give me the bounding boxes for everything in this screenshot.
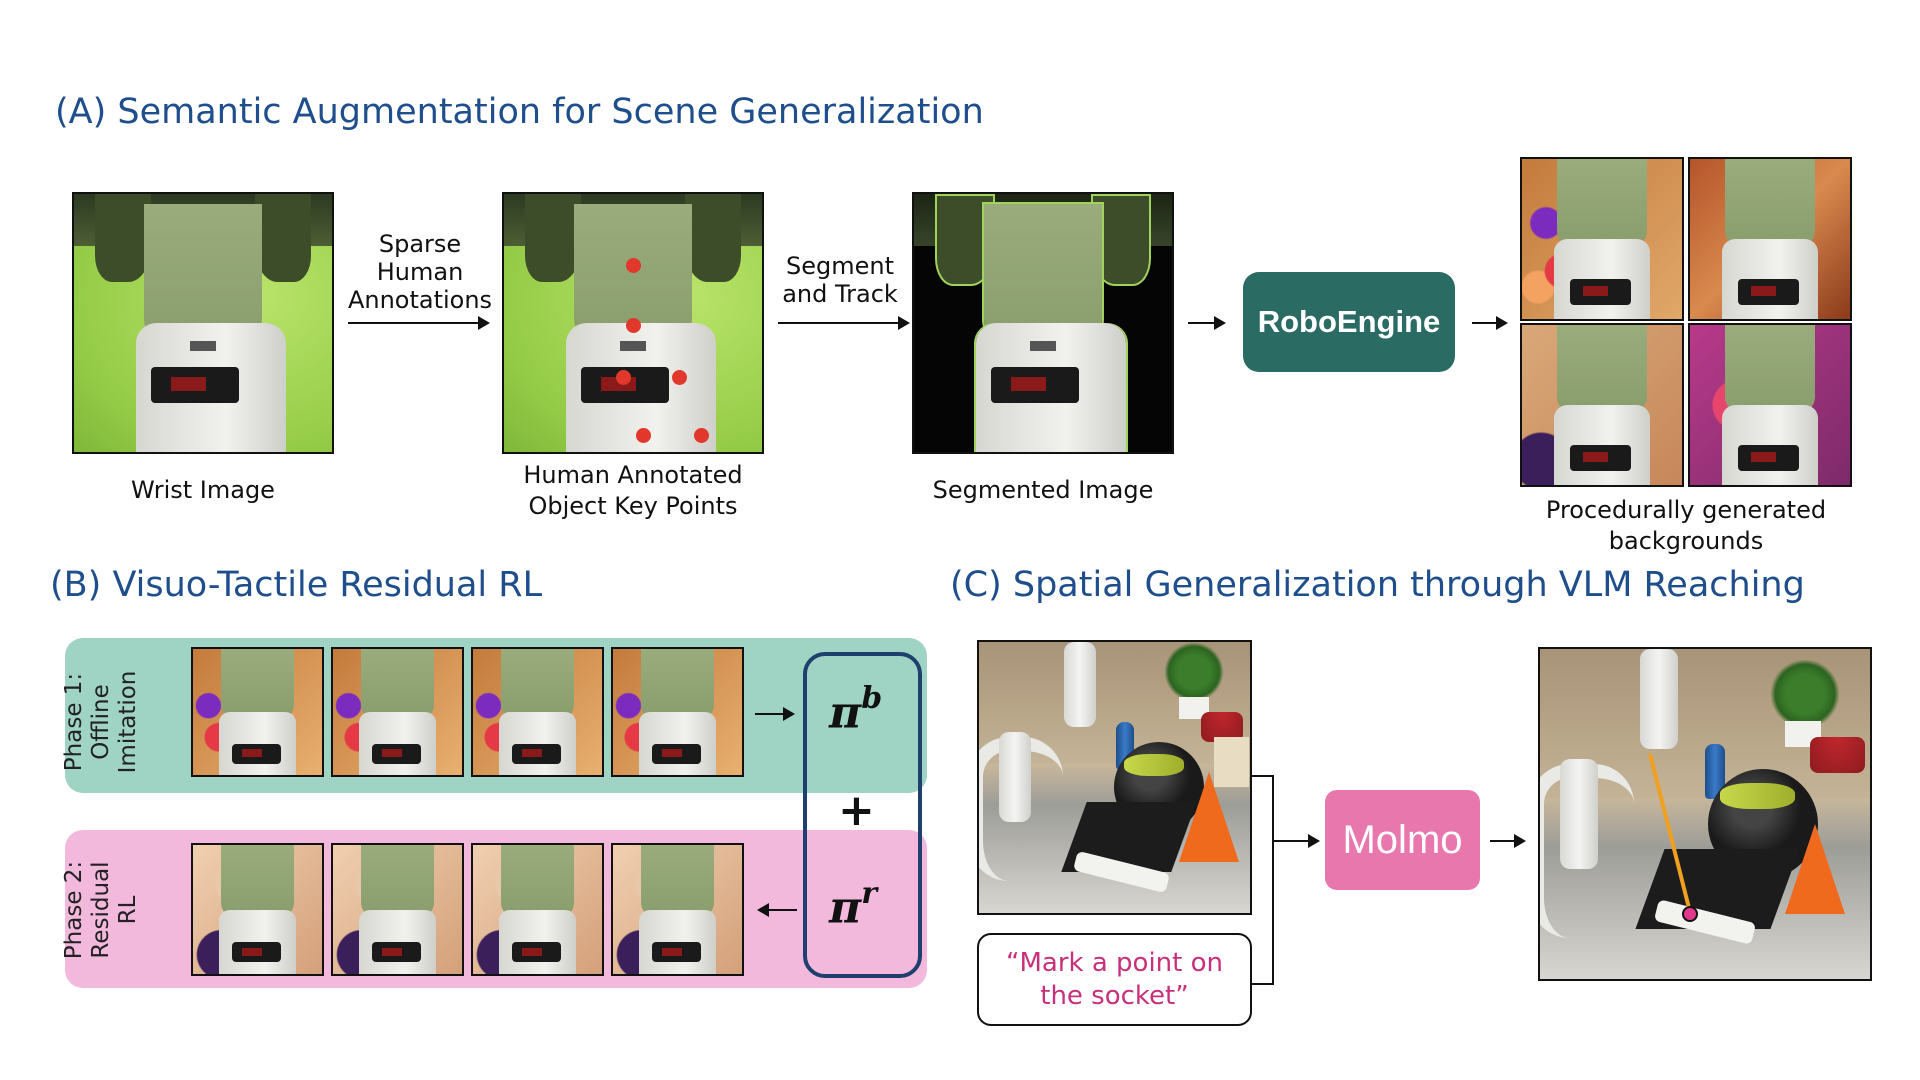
keypoint	[626, 318, 641, 333]
arrow4	[1472, 322, 1496, 324]
arrow1	[348, 322, 478, 324]
molmo-arrow-head	[1514, 834, 1526, 848]
phase1-frame	[611, 647, 744, 777]
phase1-frame	[471, 647, 604, 777]
plus-sign: +	[838, 785, 875, 836]
background-thumb-4	[1688, 323, 1852, 487]
phase2-arrow	[769, 909, 797, 911]
reach-arrow	[1648, 753, 1698, 922]
molmo-box: Molmo	[1325, 790, 1480, 890]
wrist-image-caption: Wrist Image	[131, 476, 275, 504]
target-point	[1682, 906, 1698, 922]
phase2-frame	[331, 843, 464, 976]
bracket-bottom	[1252, 983, 1274, 985]
phase1-arrow-head	[783, 707, 795, 721]
reach-arrow-line	[1648, 753, 1692, 913]
background-thumb-1	[1520, 157, 1684, 321]
segmented-caption: Segmented Image	[932, 476, 1154, 504]
keypoints-caption: Human Annotated Object Key Points	[523, 461, 743, 520]
molmo-arrow	[1490, 840, 1514, 842]
bracket-vertical	[1272, 775, 1274, 985]
arrow2	[778, 322, 898, 324]
robot-output-image	[1538, 647, 1872, 981]
policy-box	[803, 652, 922, 978]
keypoint	[672, 370, 687, 385]
keypoint	[636, 428, 651, 443]
phase2-frame	[471, 843, 604, 976]
arrow4-head	[1496, 316, 1508, 330]
phase2-arrow-head	[757, 903, 769, 917]
prompt-box: “Mark a point on the socket”	[977, 933, 1252, 1026]
phase1-arrow	[755, 713, 783, 715]
base-policy: πb	[829, 681, 883, 739]
phase1-frame	[191, 647, 324, 777]
keypoint	[616, 370, 631, 385]
arrow2-head	[898, 316, 910, 330]
segmented-image	[912, 192, 1174, 454]
arrow1-head	[478, 316, 490, 330]
residual-policy: πr	[829, 876, 878, 934]
bracket-arrow-head	[1308, 834, 1320, 848]
arrow2-label: Segment and Track	[782, 252, 898, 308]
background-thumb-3	[1520, 323, 1684, 487]
phase2-frame	[611, 843, 744, 976]
arrow3-head	[1214, 316, 1226, 330]
bracket-arrow	[1274, 840, 1308, 842]
section-b-title: (B) Visuo-Tactile Residual RL	[50, 565, 543, 605]
arrow3	[1188, 322, 1214, 324]
section-a-title: (A) Semantic Augmentation for Scene Gene…	[55, 92, 984, 132]
phase1-frame	[331, 647, 464, 777]
section-c-title: (C) Spatial Generalization through VLM R…	[950, 565, 1805, 605]
phase2-label: Phase 2: Residual RL	[61, 860, 141, 960]
robot-input-image	[977, 640, 1252, 915]
wrist-image	[72, 192, 334, 454]
roboengine-box: RoboEngine	[1243, 272, 1455, 372]
phase2-frame	[191, 843, 324, 976]
backgrounds-caption: Procedurally generated backgrounds	[1545, 496, 1827, 555]
keypoint	[694, 428, 709, 443]
keypoint	[626, 258, 641, 273]
phase1-label: Phase 1: Offline Imitation	[61, 670, 141, 774]
bracket-top	[1252, 775, 1274, 777]
arrow1-label: Sparse Human Annotations	[347, 230, 493, 314]
keypoints-image	[502, 192, 764, 454]
background-thumb-2	[1688, 157, 1852, 321]
